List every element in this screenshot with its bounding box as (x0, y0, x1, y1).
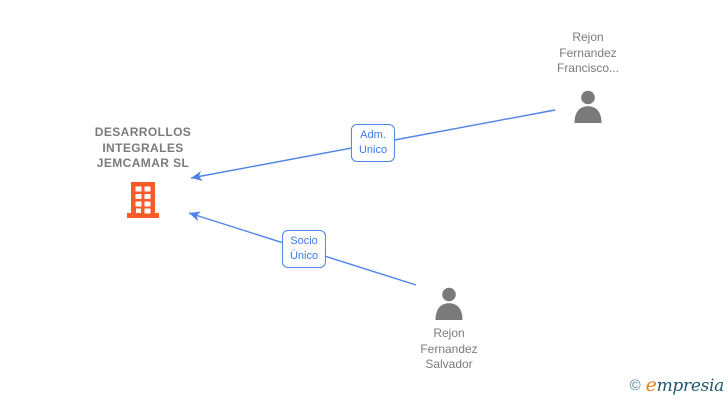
company-node[interactable]: DESARROLLOS INTEGRALES JEMCAMAR SL (58, 125, 228, 218)
person-icon (434, 287, 464, 320)
empresia-logo: © empresia (629, 374, 725, 396)
copyright-icon: © (629, 377, 641, 394)
brand-text: empresia (645, 374, 725, 396)
company-name-label: DESARROLLOS INTEGRALES JEMCAMAR SL (94, 125, 192, 170)
edge-label-adm-unico[interactable]: Adm. Unico (350, 124, 396, 162)
person-icon (573, 90, 603, 123)
person-node-francisco[interactable]: Rejon Fernandez Francisco... (538, 30, 638, 123)
brand-initial: e (645, 374, 657, 396)
edge-label-socio-unico[interactable]: Socio Único (281, 230, 327, 268)
person-node-salvador[interactable]: Rejon Fernandez Salvador (399, 287, 499, 373)
brand-rest: mpresia (656, 376, 725, 396)
person-name-label: Rejon Fernandez Francisco... (556, 30, 619, 75)
person-name-label: Rejon Fernandez Salvador (420, 326, 478, 371)
building-icon (126, 180, 160, 218)
